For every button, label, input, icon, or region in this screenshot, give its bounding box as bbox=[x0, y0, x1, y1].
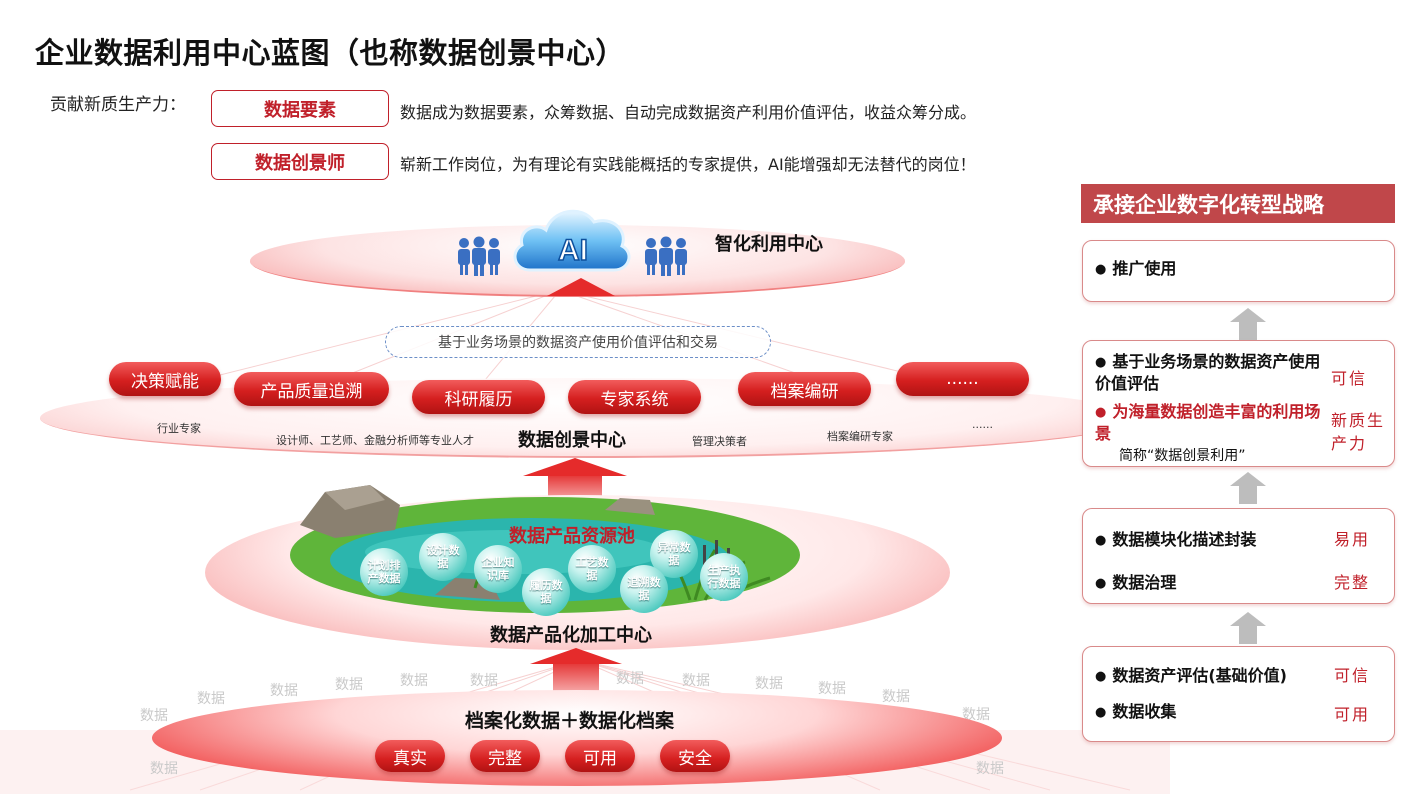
bubble-trace-data: 追溯数据 bbox=[620, 565, 668, 613]
role-managers: 管理决策者 bbox=[692, 435, 747, 448]
bubble-design-data: 设计数据 bbox=[419, 533, 467, 581]
contribution-label: 贡献新质生产力： bbox=[50, 95, 186, 115]
contribution-tag-scene-designer: 数据创景师 bbox=[211, 143, 389, 180]
bubble-process-data: 工艺数据 bbox=[568, 545, 616, 593]
ai-text: AI bbox=[558, 234, 588, 267]
faint-word: 数据 bbox=[682, 673, 710, 689]
up-arrow-icon bbox=[1230, 308, 1266, 340]
tag-easy: 易用 bbox=[1334, 530, 1371, 549]
tag-complete: 完整 bbox=[1334, 573, 1371, 592]
strategy-item-scenario-eval: 基于业务场景的数据资产使用价值评估 bbox=[1095, 351, 1325, 394]
top-layer-label: 智化利用中心 bbox=[715, 234, 823, 255]
strategy-item-governance: 数据治理 bbox=[1095, 572, 1176, 594]
strategy-item-promote: 推广使用 bbox=[1095, 258, 1176, 280]
pill-more: ...... bbox=[896, 362, 1029, 396]
bubble-production-data: 生产执行数据 bbox=[700, 553, 748, 601]
tag-trusted-base: 可信 bbox=[1334, 666, 1371, 685]
tag-new-productivity: 新质生产力 bbox=[1331, 411, 1386, 453]
ai-cloud-icon: AI bbox=[513, 209, 631, 272]
up-arrow-icon bbox=[1230, 472, 1266, 504]
faint-word: 数据 bbox=[882, 689, 910, 705]
strategy-panel-header: 承接企业数字化转型战略 bbox=[1081, 184, 1395, 223]
middle-layer-label: 数据创景中心 bbox=[518, 430, 626, 451]
strategy-box-governance: 数据模块化描述封装 易用 数据治理 完整 bbox=[1082, 508, 1395, 604]
arrow-stem bbox=[553, 664, 599, 694]
role-industry-expert: 行业专家 bbox=[157, 422, 201, 435]
page-title: 企业数据利用中心蓝图（也称数据创景中心） bbox=[35, 36, 626, 70]
assessment-box: 基于业务场景的数据资产使用价值评估和交易 bbox=[385, 326, 771, 358]
faint-word: 数据 bbox=[197, 691, 225, 707]
faint-word: 数据 bbox=[818, 681, 846, 697]
quality-complete: 完整 bbox=[470, 740, 540, 772]
pool-layer-label: 数据产品化加工中心 bbox=[490, 625, 652, 646]
strategy-item-note: 简称“数据创景利用” bbox=[1119, 448, 1246, 464]
role-more: ...... bbox=[972, 418, 993, 431]
bubble-knowledge-base: 企业知识库 bbox=[474, 545, 522, 593]
pill-expert-system: 专家系统 bbox=[568, 380, 701, 414]
quality-secure: 安全 bbox=[660, 740, 730, 772]
bubble-plan-data: 计划排产数据 bbox=[360, 548, 408, 596]
strategy-item-asset-eval: 数据资产评估(基础价值) bbox=[1095, 665, 1287, 687]
people-icon bbox=[645, 236, 687, 276]
people-icon bbox=[458, 236, 500, 276]
tag-usable: 可用 bbox=[1334, 705, 1371, 724]
role-professionals: 设计师、工艺师、金融分析师等专业人才 bbox=[276, 434, 474, 447]
up-arrow-icon bbox=[1230, 612, 1266, 644]
contribution-desc-scene-designer: 崭新工作岗位，为有理论有实践能概括的专家提供，AI能增强却无法替代的岗位！ bbox=[400, 155, 976, 174]
faint-word: 数据 bbox=[470, 673, 498, 689]
strategy-box-promote: 推广使用 bbox=[1082, 240, 1395, 302]
pill-decision: 决策赋能 bbox=[109, 362, 221, 396]
pill-research-history: 科研履历 bbox=[412, 380, 545, 414]
strategy-item-rich-scenarios: 为海量数据创造丰富的利用场景 bbox=[1095, 401, 1325, 444]
pill-quality-trace: 产品质量追溯 bbox=[234, 372, 389, 406]
faint-word: 数据 bbox=[400, 673, 428, 689]
up-arrow-icon bbox=[530, 648, 622, 664]
strategy-item-collection: 数据收集 bbox=[1095, 701, 1176, 723]
faint-word: 数据 bbox=[140, 708, 168, 724]
tag-trusted: 可信 bbox=[1331, 369, 1368, 388]
faint-word: 数据 bbox=[616, 671, 644, 687]
faint-word: 数据 bbox=[976, 761, 1004, 777]
quality-usable: 可用 bbox=[565, 740, 635, 772]
quality-authentic: 真实 bbox=[375, 740, 445, 772]
rock-icon bbox=[300, 485, 655, 600]
faint-word: 数据 bbox=[270, 683, 298, 699]
strategy-box-scenario: 基于业务场景的数据资产使用价值评估 为海量数据创造丰富的利用场景 简称“数据创景… bbox=[1082, 340, 1395, 467]
pool-title: 数据产品资源池 bbox=[509, 526, 635, 547]
contribution-tag-data-element: 数据要素 bbox=[211, 90, 389, 127]
role-archive-expert: 档案编研专家 bbox=[827, 430, 893, 443]
strategy-box-collection: 数据资产评估(基础价值) 可信 数据收集 可用 bbox=[1082, 646, 1395, 742]
up-arrow-icon bbox=[547, 278, 615, 296]
faint-word: 数据 bbox=[150, 761, 178, 777]
faint-word: 数据 bbox=[335, 677, 363, 693]
strategy-item-modular: 数据模块化描述封装 bbox=[1095, 529, 1256, 551]
up-arrow-icon bbox=[523, 458, 627, 476]
contribution-desc-data-element: 数据成为数据要素，众筹数据、自动完成数据资产利用价值评估，收益众筹分成。 bbox=[400, 103, 977, 122]
base-layer-label: 档案化数据＋数据化档案 bbox=[465, 710, 675, 732]
faint-word: 数据 bbox=[755, 676, 783, 692]
pill-archive-compile: 档案编研 bbox=[738, 372, 871, 406]
bubble-history-data: 履历数据 bbox=[522, 568, 570, 616]
